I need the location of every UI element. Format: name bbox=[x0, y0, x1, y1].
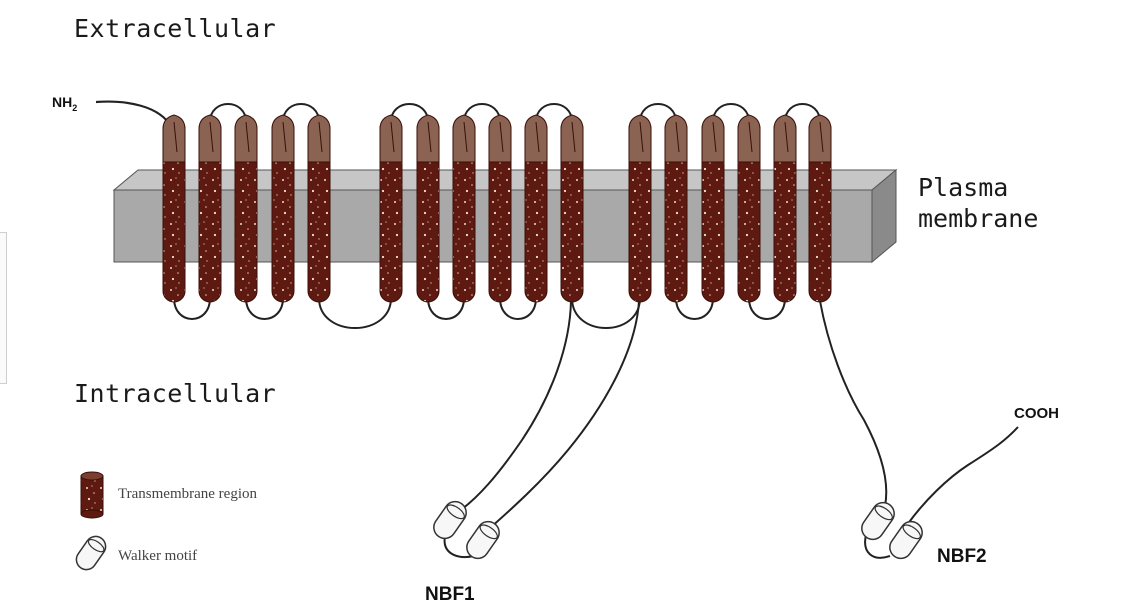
membrane-label-line2: membrane bbox=[918, 203, 1038, 234]
c-terminus-label: COOH bbox=[1014, 405, 1059, 422]
linker-to-nbf1 bbox=[458, 301, 571, 512]
membrane-label-line1: Plasma bbox=[918, 172, 1038, 203]
n-terminus-subscript: 2 bbox=[72, 103, 77, 113]
transmembrane-helix bbox=[525, 115, 547, 302]
plasma-membrane-label: Plasma membrane bbox=[918, 172, 1038, 234]
linker-to-nbf2 bbox=[820, 301, 886, 506]
transmembrane-helix bbox=[561, 115, 583, 302]
legend-capsule-icon bbox=[72, 533, 109, 574]
page-edge-tab bbox=[0, 232, 7, 384]
intracellular-loop bbox=[319, 298, 391, 328]
transmembrane-helix bbox=[629, 115, 651, 302]
legend-cylinder-icon bbox=[81, 472, 103, 518]
transmembrane-helix bbox=[417, 115, 439, 302]
transmembrane-helix bbox=[774, 115, 796, 302]
transmembrane-helix bbox=[665, 115, 687, 302]
walker-motif-nbf2-a bbox=[858, 498, 899, 543]
n-terminus-text: NH bbox=[52, 94, 72, 110]
intracellular-label: Intracellular bbox=[74, 379, 276, 408]
intracellular-loop bbox=[572, 298, 640, 328]
legend-walker-label: Walker motif bbox=[118, 548, 197, 565]
n-terminus-label: NH2 bbox=[52, 94, 77, 113]
linker-from-nbf1 bbox=[490, 301, 639, 528]
transmembrane-helix bbox=[272, 115, 294, 302]
nbf2-label: NBF2 bbox=[937, 546, 987, 568]
nbf1-linkers bbox=[445, 301, 639, 557]
walker-motif-nbf2-b bbox=[886, 517, 927, 562]
walker-motif-nbf1-a bbox=[430, 497, 471, 542]
transmembrane-helix bbox=[453, 115, 475, 302]
transmembrane-helix bbox=[235, 115, 257, 302]
nbf2-linkers bbox=[820, 301, 1018, 558]
legend-transmembrane-label: Transmembrane region bbox=[118, 486, 257, 503]
transmembrane-helix bbox=[163, 115, 185, 302]
transmembrane-helix bbox=[738, 115, 760, 302]
c-terminal-tail bbox=[907, 427, 1018, 525]
transmembrane-helix bbox=[702, 115, 724, 302]
transmembrane-helix bbox=[489, 115, 511, 302]
n-terminal-tail bbox=[96, 102, 172, 128]
nbf1-label: NBF1 bbox=[425, 584, 475, 606]
intracellular-loop bbox=[676, 298, 713, 319]
transmembrane-helix bbox=[199, 115, 221, 302]
transmembrane-helix bbox=[380, 115, 402, 302]
intracellular-loop bbox=[246, 298, 283, 319]
transmembrane-helix bbox=[308, 115, 330, 302]
transmembrane-helix bbox=[809, 115, 831, 302]
extracellular-label: Extracellular bbox=[74, 14, 276, 43]
